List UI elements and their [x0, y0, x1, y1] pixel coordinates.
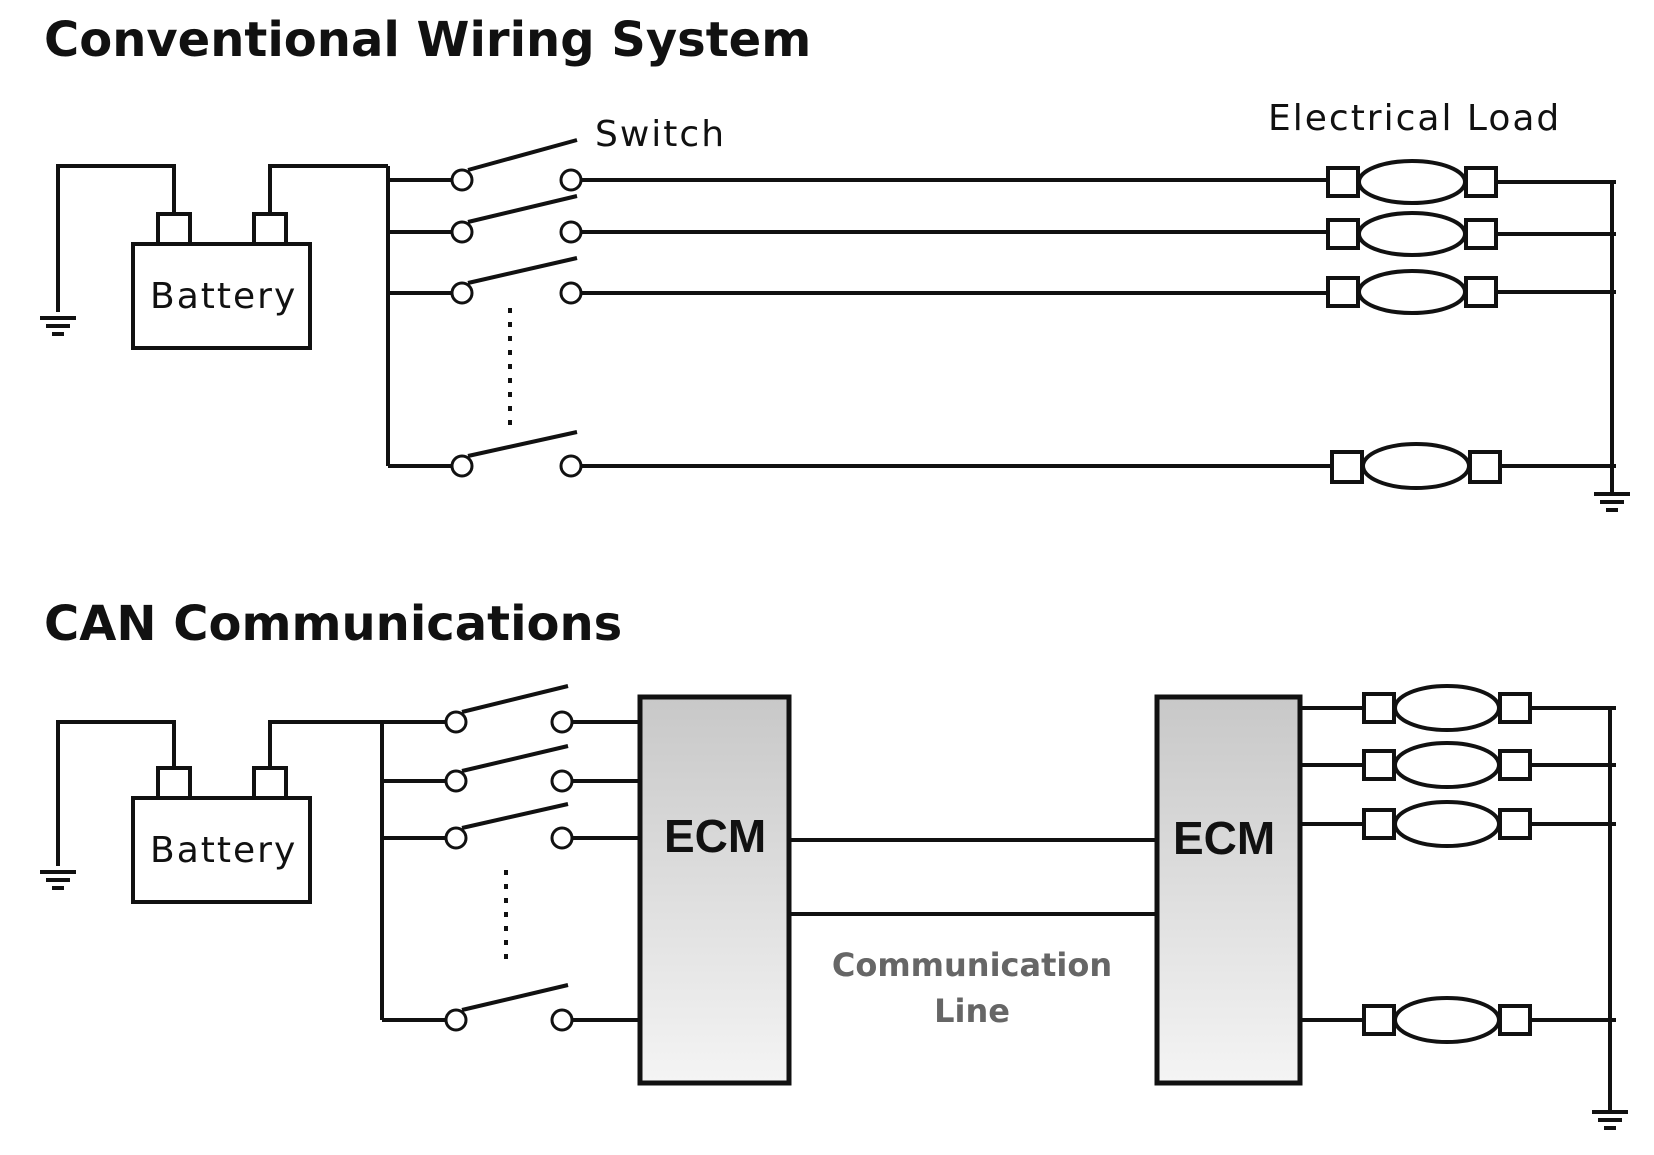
ecm-right: ECM: [1154, 694, 1303, 1086]
battery-terminal-positive: [252, 766, 288, 800]
ground-icon: [40, 870, 76, 890]
conventional-section: Conventional Wiring System Switch Electr…: [40, 12, 1630, 512]
conventional-title: Conventional Wiring System: [44, 12, 811, 68]
switch-row: [382, 684, 640, 734]
switch-label: Switch: [595, 114, 726, 155]
ecm-left: ECM: [637, 694, 792, 1086]
electrical-load-label: Electrical Load: [1268, 98, 1561, 139]
switch-row: [382, 802, 640, 850]
electrical-load: [1300, 996, 1616, 1044]
battery: Battery: [56, 720, 388, 904]
comm-line-label-1: Communication: [832, 946, 1112, 984]
electrical-load: [1300, 741, 1616, 789]
switch-row: [388, 194, 1330, 244]
battery: Battery: [56, 164, 388, 350]
electrical-load: [1326, 159, 1616, 205]
electrical-load: [1300, 684, 1616, 732]
comm-line-label-2: Line: [934, 992, 1010, 1030]
battery-terminal-negative: [156, 212, 192, 246]
ecm-left-label: ECM: [664, 810, 766, 862]
ground-icon: [40, 316, 76, 336]
battery-terminal-negative: [156, 766, 192, 800]
switch-row: [382, 744, 640, 793]
electrical-load: [1330, 442, 1616, 490]
ground-icon: [1592, 1110, 1628, 1130]
can-title: CAN Communications: [44, 596, 622, 652]
electrical-load: [1326, 269, 1616, 315]
switch-row: [382, 983, 640, 1032]
battery-terminal-positive: [252, 212, 288, 246]
ecm-right-label: ECM: [1173, 812, 1275, 864]
ground-icon: [1594, 492, 1630, 512]
switch-row: [388, 430, 1332, 478]
battery-label: Battery: [150, 276, 297, 317]
switch-row: [388, 138, 1330, 192]
switch-row: [388, 256, 1330, 305]
electrical-load: [1300, 800, 1616, 848]
battery-label: Battery: [150, 830, 297, 871]
can-section: CAN Communications Battery: [40, 596, 1628, 1130]
communication-line: Communication Line: [789, 838, 1157, 1030]
electrical-load: [1326, 211, 1616, 257]
